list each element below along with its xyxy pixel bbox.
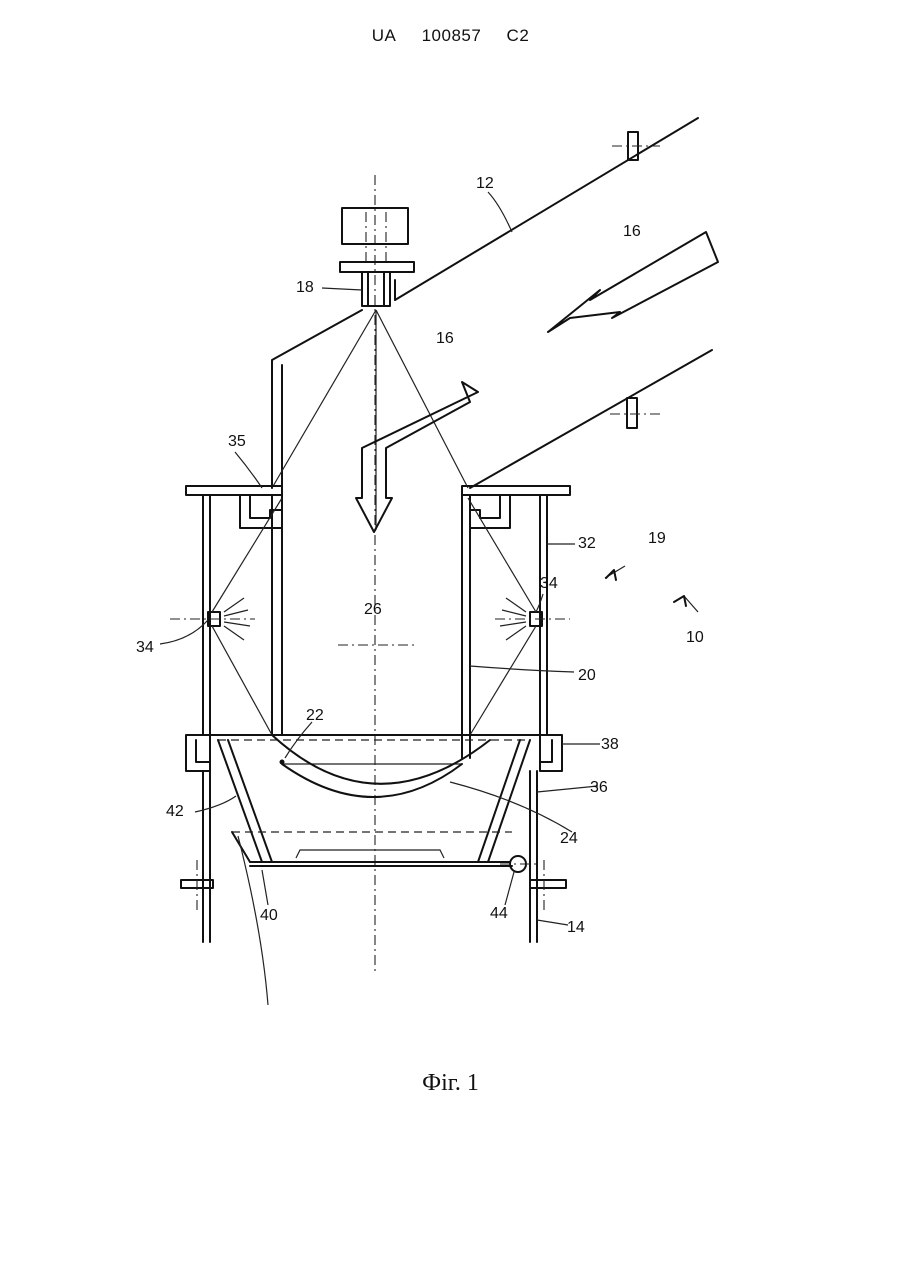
label-42: 42 bbox=[166, 803, 184, 820]
label-40: 40 bbox=[260, 907, 278, 924]
label-16-right: 16 bbox=[623, 223, 641, 240]
flow-arrow-16-large bbox=[548, 232, 718, 332]
side-nozzle-34-left bbox=[170, 498, 282, 735]
inlet-duct-12 bbox=[395, 118, 712, 488]
label-36: 36 bbox=[590, 779, 608, 796]
nozzle-18 bbox=[340, 208, 414, 306]
label-38: 38 bbox=[601, 736, 619, 753]
bowl-22-24 bbox=[218, 735, 530, 797]
label-10: 10 bbox=[686, 629, 704, 646]
flow-arrow-16-down bbox=[356, 382, 478, 532]
label-19: 19 bbox=[648, 530, 666, 547]
label-44: 44 bbox=[490, 905, 508, 922]
side-nozzle-34-right bbox=[468, 498, 570, 735]
inner-tube-20 bbox=[272, 495, 470, 758]
label-12: 12 bbox=[476, 175, 494, 192]
label-35: 35 bbox=[228, 433, 246, 450]
label-26: 26 bbox=[364, 601, 382, 618]
label-32: 32 bbox=[578, 535, 596, 552]
label-34-left: 34 bbox=[136, 639, 154, 656]
arrowhead-10 bbox=[674, 596, 686, 606]
label-34-right: 34 bbox=[540, 575, 558, 592]
top-flange-35 bbox=[186, 486, 570, 528]
label-22: 22 bbox=[306, 707, 324, 724]
housing-upper-left bbox=[272, 310, 362, 488]
label-24: 24 bbox=[560, 830, 578, 847]
lower-cone-42 bbox=[218, 740, 530, 862]
figure-caption: Фіг. 1 bbox=[0, 1070, 901, 1097]
label-16-center: 16 bbox=[436, 330, 454, 347]
label-18: 18 bbox=[296, 279, 314, 296]
label-20: 20 bbox=[578, 667, 596, 684]
label-14: 14 bbox=[567, 919, 585, 936]
leader-lines bbox=[160, 192, 698, 925]
